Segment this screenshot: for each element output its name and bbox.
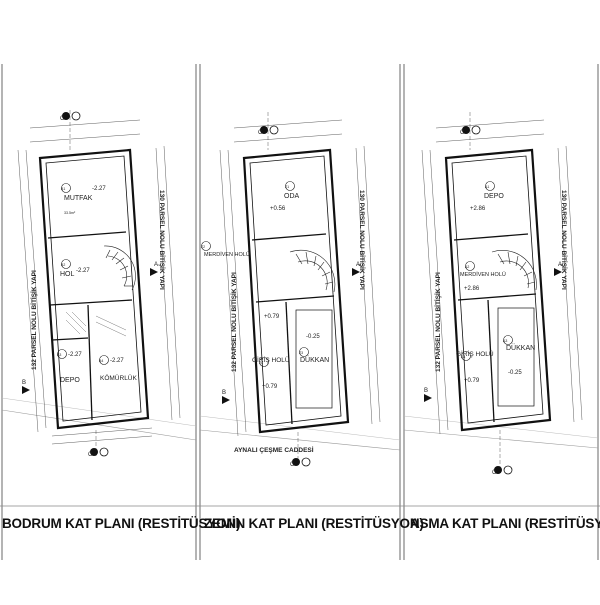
asma-outer-walls xyxy=(444,148,552,432)
neighbor-label-left: 132 PARSEL NOLU BİTİŞİK YAPI xyxy=(30,270,38,370)
sheet-frame xyxy=(0,64,600,560)
bodrum-dimensions xyxy=(17,110,181,456)
neighbor-label-right: 130 PARSEL NOLU BİTİŞİK YAPI xyxy=(158,190,166,290)
svg-text:B3: B3 xyxy=(57,353,61,357)
room-level: +0.79 xyxy=(464,378,480,384)
svg-text:A: A xyxy=(356,262,360,268)
zemin-outer-walls xyxy=(242,148,350,434)
plan-asma: C C A B A1 DEPO +2.86 A2 MERDİVEN HOLÜ +… xyxy=(403,112,599,476)
svg-text:A: A xyxy=(154,262,158,268)
room-name: MERDİVEN HOLÜ xyxy=(204,251,250,258)
neighbor-label-left: 132 PARSEL NOLU BİTİŞİK YAPI xyxy=(230,272,238,372)
plan-title-bodrum: BODRUM KAT PLANI (RESTİTÜSYON) xyxy=(2,516,241,531)
room-level: +2.86 xyxy=(470,206,486,212)
svg-text:C: C xyxy=(492,470,497,476)
svg-text:Z4: Z4 xyxy=(259,361,263,365)
bodrum-section-markers: C C A B xyxy=(22,111,158,458)
room-level: -2.27 xyxy=(76,268,90,274)
plan-title-asma: ASMA KAT PLANI (RESTİTÜSYON) xyxy=(410,516,600,531)
neighbor-label-right: 130 PARSEL NOLU BİTİŞİK YAPI xyxy=(560,190,568,290)
svg-text:B4: B4 xyxy=(99,359,103,363)
room-level: -2.27 xyxy=(92,186,106,192)
room-name: DÜKKAN xyxy=(300,356,329,364)
room-name: DÜKKAN xyxy=(506,344,535,352)
zemin-room-labels: Z1 ODA +0.56 Z2 MERDİVEN HOLÜ +0.79 Z3 D… xyxy=(201,181,329,390)
room-level: -0.25 xyxy=(306,334,320,340)
svg-text:C: C xyxy=(258,130,263,136)
street-label: AYNALI ÇEŞME CADDESİ xyxy=(234,446,314,454)
svg-text:33.5m²: 33.5m² xyxy=(64,211,76,215)
svg-text:C: C xyxy=(460,130,465,136)
svg-text:A1: A1 xyxy=(485,185,489,189)
zemin-partitions xyxy=(251,233,335,425)
room-name: DEPO xyxy=(484,193,504,200)
bodrum-partitions xyxy=(47,231,133,421)
svg-text:Z3: Z3 xyxy=(299,351,303,355)
asma-room-labels: A1 DEPO +2.86 A2 MERDİVEN HOLÜ +2.86 A3 … xyxy=(456,181,535,384)
svg-text:Z1: Z1 xyxy=(285,185,289,189)
room-level: -0.25 xyxy=(508,370,522,376)
svg-text:Z2: Z2 xyxy=(201,245,205,249)
asma-stair xyxy=(491,250,537,291)
room-level: +2.86 xyxy=(464,286,480,292)
svg-text:C: C xyxy=(290,462,295,468)
svg-text:A3: A3 xyxy=(503,339,507,343)
zemin-stair xyxy=(289,249,336,293)
svg-text:B2: B2 xyxy=(61,263,65,267)
plan-bodrum: C C A B B1 MUTFAK -2.27 33.5m² B2 HOL -2… xyxy=(1,110,197,458)
svg-text:B: B xyxy=(22,380,26,386)
room-name: HOL xyxy=(60,271,75,278)
svg-text:B: B xyxy=(222,390,226,396)
asma-section-markers: C C A B xyxy=(424,125,562,476)
room-name: DEPO xyxy=(60,377,80,384)
svg-text:A: A xyxy=(558,262,562,268)
neighbor-label-left: 132 PARSEL NOLU BİTİŞİK YAPI xyxy=(434,272,442,372)
svg-text:C: C xyxy=(60,116,65,122)
room-level: -2.27 xyxy=(68,352,82,358)
room-name: KÖMÜRLÜK xyxy=(100,374,138,382)
zemin-shop-inner xyxy=(295,309,333,409)
svg-text:A4: A4 xyxy=(461,355,465,359)
room-level: +0.79 xyxy=(264,314,280,320)
svg-text:B: B xyxy=(424,388,428,394)
bodrum-hatch xyxy=(65,311,127,337)
zemin-section-markers: C C A B xyxy=(222,125,360,468)
asma-shop-inner xyxy=(497,307,535,407)
bodrum-room-labels: B1 MUTFAK -2.27 33.5m² B2 HOL -2.27 B3 D… xyxy=(57,183,138,384)
asma-dimensions xyxy=(421,112,583,470)
room-name: GİRİŞ HOLÜ xyxy=(456,349,494,358)
room-level: +0.79 xyxy=(262,384,278,390)
room-name: GİRİŞ HOLÜ xyxy=(252,355,290,364)
room-name: MUTFAK xyxy=(64,195,93,202)
svg-text:B1: B1 xyxy=(61,187,65,191)
plan-title-zemin: ZEMİN KAT PLANI (RESTİTÜSYON) xyxy=(204,516,424,531)
neighbor-label-right: 130 PARSEL NOLU BİTİŞİK YAPI xyxy=(358,190,366,290)
bodrum-stair xyxy=(103,245,136,291)
asma-partitions xyxy=(453,233,537,423)
room-level: -2.27 xyxy=(110,358,124,364)
zemin-dimensions xyxy=(219,112,381,462)
svg-text:C: C xyxy=(88,452,93,458)
plan-zemin: C C A B Z1 ODA +0.56 Z2 MERDİVEN HOLÜ +0… xyxy=(199,112,401,468)
room-name: MERDİVEN HOLÜ xyxy=(460,271,506,278)
room-level: +0.56 xyxy=(270,206,286,212)
room-name: ODA xyxy=(284,193,300,200)
svg-text:A2: A2 xyxy=(465,265,469,269)
bodrum-outer-walls xyxy=(38,148,150,430)
